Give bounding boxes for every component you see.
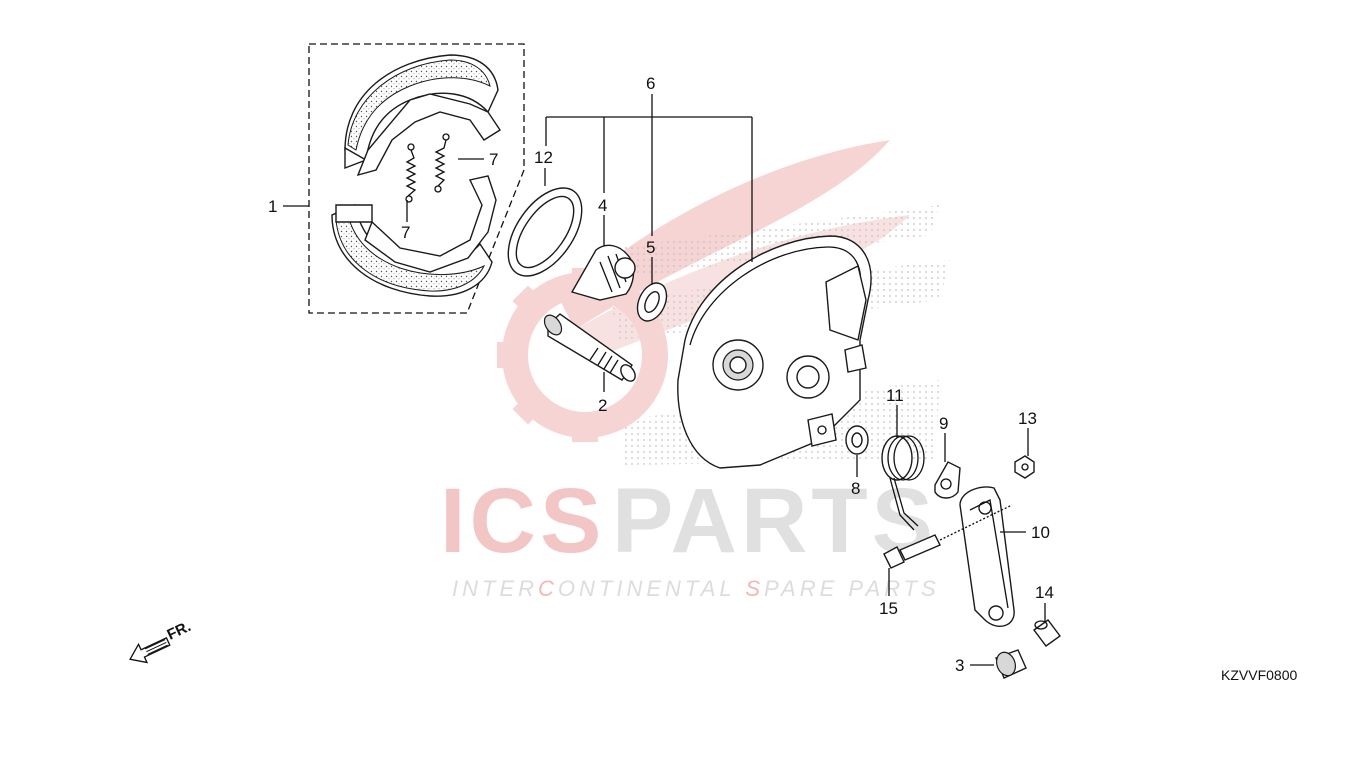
front-arrow-icon <box>129 637 171 664</box>
watermark-tagline: INTERCONTINENTAL SPARE PARTS <box>452 576 940 601</box>
arm-pin <box>1033 619 1061 647</box>
brake-panel <box>677 235 872 469</box>
brake-shoe-lower <box>331 175 497 297</box>
panel-camshaft-boss <box>712 339 764 391</box>
callout-4: 4 <box>598 196 607 215</box>
front-direction-indicator: FR. <box>129 618 194 664</box>
brake-shoe-upper <box>344 54 501 177</box>
callout-5: 5 <box>646 238 655 257</box>
callout-1: 1 <box>268 197 277 216</box>
callout-13: 13 <box>1018 409 1037 428</box>
brake-cam <box>570 244 636 301</box>
watermark-brand-red: ICS <box>440 470 605 572</box>
front-direction-label: FR. <box>165 618 194 644</box>
watermark-gear-icon <box>497 268 668 442</box>
callout-9: 9 <box>939 414 948 433</box>
callout-7-lower: 7 <box>401 223 410 242</box>
brake-arm <box>959 486 1015 628</box>
callout-8: 8 <box>851 479 860 498</box>
watermark-tagline-part: PARE PARTS <box>764 576 940 601</box>
figure-code: KZVVF0800 <box>1221 667 1297 683</box>
joint-bushing <box>995 649 1027 679</box>
panel-pivot-boss <box>786 355 830 399</box>
watermark-tagline-part: INTER <box>452 576 538 601</box>
wear-indicator-plate <box>934 461 961 499</box>
callout-12: 12 <box>534 148 553 167</box>
shoe-spring-left <box>405 143 417 203</box>
callout-labels: 1 7 7 12 4 6 5 2 8 11 9 13 10 15 14 3 <box>268 74 1054 675</box>
brake-cam-shaft <box>543 313 636 382</box>
callout-3: 3 <box>955 656 964 675</box>
dust-seal <box>507 187 583 277</box>
felt-seal <box>845 425 869 455</box>
brake-shoe-set <box>308 43 525 314</box>
shoe-spring-right <box>434 133 450 193</box>
callout-2: 2 <box>598 396 607 415</box>
brake-shoe-kit-box <box>308 43 525 314</box>
callout-6: 6 <box>646 74 655 93</box>
watermark-brand-grey: PARTS <box>612 470 937 572</box>
callout-15: 15 <box>879 599 898 618</box>
arm-bolt <box>883 504 1013 569</box>
callout-14: 14 <box>1035 583 1054 602</box>
callout-10: 10 <box>1031 523 1050 542</box>
callout-7-upper: 7 <box>489 150 498 169</box>
lock-nut <box>1014 455 1035 479</box>
watermark-tagline-part: ONTINENTAL <box>558 576 745 601</box>
watermark-tagline-part: C <box>538 576 558 601</box>
leader-lines <box>283 94 1046 666</box>
watermark-tagline-part: S <box>745 576 764 601</box>
callout-11: 11 <box>886 386 904 405</box>
wear-indicator-washer <box>636 282 668 322</box>
